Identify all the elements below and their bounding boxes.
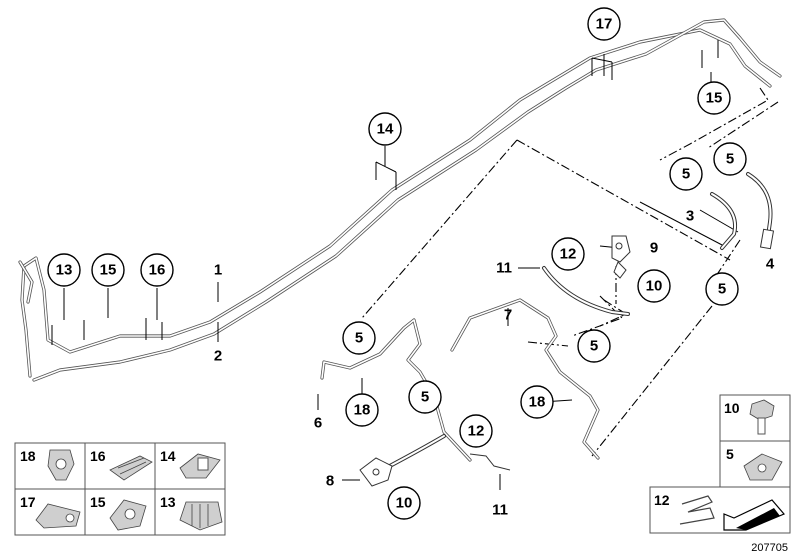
- label-part-8[interactable]: 8: [326, 473, 334, 490]
- label-part-7[interactable]: 7: [504, 307, 512, 324]
- label-part-11-b[interactable]: 11: [492, 502, 508, 519]
- pipe-clip-18-icon: [47, 449, 75, 481]
- callout-16[interactable]: 16: [140, 253, 174, 287]
- clip-markers-main: [51, 40, 719, 345]
- label-part-11-a[interactable]: 11: [496, 260, 512, 277]
- callout-12-b[interactable]: 12: [459, 414, 493, 448]
- svg-text:5: 5: [726, 151, 734, 168]
- brake-hose-11-lower: [359, 434, 511, 487]
- legend-cell-18[interactable]: 18: [14, 442, 86, 490]
- svg-text:13: 13: [56, 262, 73, 279]
- arrow-icon: [723, 499, 785, 531]
- pipe-clip-15-icon: [109, 499, 147, 531]
- svg-text:15: 15: [706, 90, 723, 107]
- legend-cell-14[interactable]: 14: [154, 442, 226, 490]
- part-labels: 1 2 3 4 6 7 8 9 11 11: [214, 208, 775, 519]
- callout-12-a[interactable]: 12: [551, 237, 585, 271]
- svg-text:16: 16: [90, 448, 106, 464]
- callout-5-f[interactable]: 5: [408, 380, 442, 414]
- legend-cell-17[interactable]: 17: [14, 488, 86, 536]
- label-part-6[interactable]: 6: [314, 415, 322, 432]
- svg-text:15: 15: [90, 494, 106, 510]
- callout-17-top[interactable]: 17: [587, 7, 621, 41]
- callout-5-d[interactable]: 5: [577, 329, 611, 363]
- brake-hose-4: [746, 172, 775, 250]
- svg-text:17: 17: [596, 16, 613, 33]
- svg-text:15: 15: [100, 262, 117, 279]
- label-part-1[interactable]: 1: [214, 262, 222, 279]
- brake-hose-3: [710, 192, 737, 250]
- svg-text:14: 14: [377, 121, 394, 138]
- callout-13[interactable]: 13: [47, 253, 81, 287]
- svg-text:5: 5: [421, 389, 429, 406]
- callout-5-a[interactable]: 5: [669, 157, 703, 191]
- svg-text:17: 17: [20, 494, 36, 510]
- bolt-icon: [749, 399, 775, 435]
- callout-15-right[interactable]: 15: [697, 81, 731, 115]
- callout-18-b[interactable]: 18: [520, 385, 554, 419]
- pipe-clip-17-icon: [35, 503, 81, 529]
- svg-text:14: 14: [160, 448, 176, 464]
- pipe-clip-16-icon: [109, 455, 153, 481]
- svg-text:10: 10: [396, 495, 413, 512]
- reference-number: 207705: [751, 542, 788, 554]
- label-part-3[interactable]: 3: [686, 208, 694, 225]
- pipe-clip-14-icon: [179, 453, 221, 479]
- callout-10-a[interactable]: 10: [637, 269, 671, 303]
- svg-text:5: 5: [682, 166, 690, 183]
- brake-hose-11-upper: [542, 235, 631, 316]
- svg-text:16: 16: [149, 262, 166, 279]
- label-part-2[interactable]: 2: [214, 348, 222, 365]
- legend-left-grid: 18 16 14 17: [14, 442, 226, 536]
- pipe-clip-13-icon: [179, 501, 223, 531]
- svg-text:10: 10: [724, 400, 740, 416]
- svg-text:5: 5: [718, 281, 726, 298]
- label-part-9[interactable]: 9: [650, 240, 658, 257]
- brake-pipe-7: [450, 298, 600, 460]
- legend-right-grid: 10 5 12: [649, 394, 791, 534]
- svg-text:10: 10: [646, 278, 663, 295]
- svg-text:12: 12: [468, 423, 485, 440]
- legend-cell-12[interactable]: 12: [649, 486, 791, 534]
- svg-text:12: 12: [560, 246, 577, 263]
- svg-text:18: 18: [354, 402, 371, 419]
- callout-leaders: [63, 54, 739, 490]
- callout-15-left[interactable]: 15: [91, 253, 125, 287]
- svg-text:18: 18: [20, 448, 36, 464]
- callout-5-b[interactable]: 5: [713, 142, 747, 176]
- callout-5-e[interactable]: 5: [342, 321, 376, 355]
- svg-text:12: 12: [654, 492, 670, 508]
- legend-cell-15[interactable]: 15: [84, 488, 156, 536]
- callout-10-b[interactable]: 10: [387, 486, 421, 520]
- spring-clip-icon: [679, 495, 715, 525]
- svg-text:5: 5: [590, 338, 598, 355]
- legend-cell-13[interactable]: 13: [154, 488, 226, 536]
- svg-text:5: 5: [726, 446, 734, 462]
- legend-cell-16[interactable]: 16: [84, 442, 156, 490]
- legend-cell-5[interactable]: 5: [719, 440, 791, 488]
- svg-text:18: 18: [529, 394, 546, 411]
- brake-pipe-main: [18, 18, 782, 382]
- callout-14[interactable]: 14: [368, 112, 402, 146]
- svg-text:5: 5: [355, 330, 363, 347]
- callout-18-a[interactable]: 18: [345, 393, 379, 427]
- svg-text:13: 13: [160, 494, 176, 510]
- label-part-4[interactable]: 4: [766, 256, 775, 273]
- legend-cell-10[interactable]: 10: [719, 394, 791, 442]
- clamp-icon: [743, 453, 783, 481]
- callout-5-c[interactable]: 5: [705, 272, 739, 306]
